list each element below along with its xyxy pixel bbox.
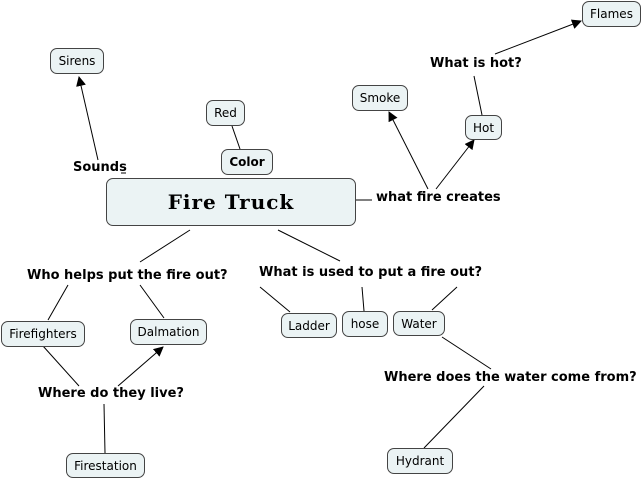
line-hot-whatishot (473, 75, 483, 116)
link-what-is-used: What is used to put a fire out? (259, 265, 483, 280)
line-whatishot-flames (494, 19, 582, 55)
line-wherelive-dalmation (117, 346, 164, 387)
node-color[interactable]: Color (221, 149, 273, 175)
node-hot[interactable]: Hot (465, 115, 502, 140)
line-whatused-ladder (259, 286, 291, 313)
line-wherewater-hydrant (423, 385, 485, 449)
line-firefighters-wherelive (42, 345, 80, 387)
line-water-wherewater (441, 336, 492, 370)
node-dalmation[interactable]: Dalmation (130, 319, 207, 345)
link-what-fire-creates: what fire creates (376, 190, 501, 205)
node-firestation[interactable]: Firestation (66, 453, 145, 478)
node-firefighters[interactable]: Firefighters (1, 321, 85, 347)
line-whohelps-dalmation (139, 284, 165, 319)
line-creates-hot (435, 139, 475, 190)
node-hose[interactable]: hose (342, 311, 388, 337)
node-red[interactable]: Red (206, 100, 245, 126)
line-whohelps-firefighters (47, 284, 69, 321)
link-who-helps: Who helps put the fire out? (27, 268, 228, 283)
central-topic-fire-truck[interactable]: Fire Truck (106, 178, 356, 226)
link-where-do-they-live: Where do they live? (38, 386, 184, 401)
node-ladder[interactable]: Ladder (281, 313, 337, 338)
node-water[interactable]: Water (393, 311, 445, 336)
line-truck-whatused (277, 229, 341, 262)
link-where-water: Where does the water come from? (384, 370, 637, 385)
node-flames[interactable]: Flames (582, 1, 641, 27)
line-whatused-water (431, 286, 458, 311)
node-hydrant[interactable]: Hydrant (387, 448, 453, 474)
line-creates-smoke (388, 111, 429, 190)
line-wherelive-firestation (103, 403, 106, 454)
line-sounds-sirens (76, 76, 99, 161)
line-color-red (231, 125, 241, 150)
link-sounds: Sounds (73, 160, 127, 175)
node-sirens[interactable]: Sirens (50, 48, 104, 74)
line-truck-whohelps (139, 229, 191, 263)
node-smoke[interactable]: Smoke (352, 85, 408, 111)
line-whatused-hose (361, 286, 365, 312)
link-what-is-hot: What is hot? (430, 56, 522, 71)
